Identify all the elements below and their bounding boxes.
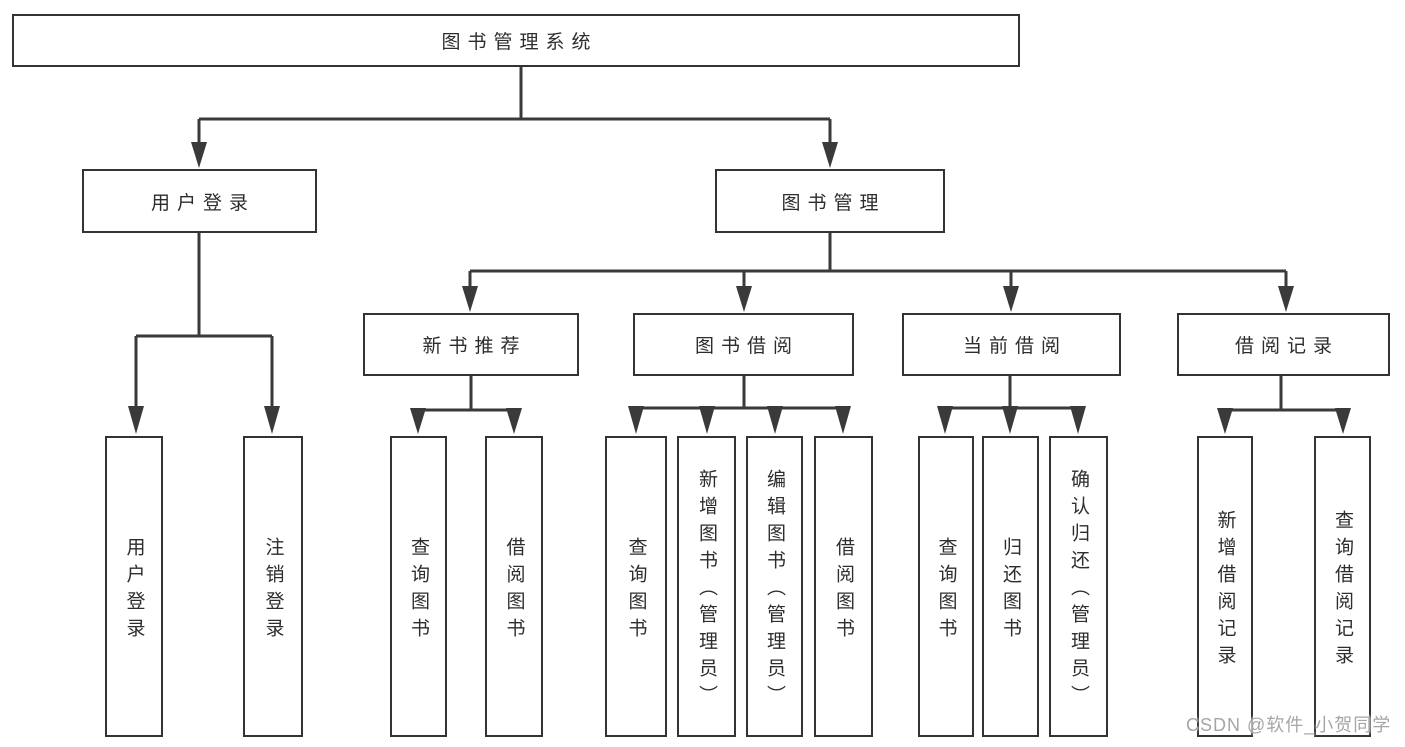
connector-root-to-level2 bbox=[191, 67, 838, 168]
leaf-query-books-recommend: 查询图书 bbox=[390, 436, 447, 737]
leaf-query-books-borrow: 查询图书 bbox=[605, 436, 667, 737]
leaf-add-borrow-record: 新增借阅记录 bbox=[1197, 436, 1253, 737]
connector-book-borrow-leaves bbox=[628, 376, 851, 434]
leaf-borrow-books-recommend: 借阅图书 bbox=[485, 436, 543, 737]
leaf-confirm-return-admin: 确认归还（管理员） bbox=[1049, 436, 1108, 737]
leaf-return-book: 归还图书 bbox=[982, 436, 1039, 737]
connector-current-borrow-leaves bbox=[937, 376, 1086, 434]
leaf-query-books-current: 查询图书 bbox=[918, 436, 974, 737]
node-book-management: 图书管理 bbox=[715, 169, 945, 233]
connector-user-login-leaves bbox=[128, 233, 280, 434]
connector-borrow-records-leaves bbox=[1217, 376, 1351, 434]
connector-new-book-recommend-leaves bbox=[410, 376, 522, 434]
node-book-borrow: 图书借阅 bbox=[633, 313, 854, 376]
leaf-user-login: 用户登录 bbox=[105, 436, 163, 737]
leaf-add-book-admin: 新增图书（管理员） bbox=[677, 436, 736, 737]
node-borrow-records: 借阅记录 bbox=[1177, 313, 1390, 376]
node-new-book-recommend: 新书推荐 bbox=[363, 313, 579, 376]
node-user-login: 用户登录 bbox=[82, 169, 317, 233]
leaf-logout: 注销登录 bbox=[243, 436, 303, 737]
node-current-borrow: 当前借阅 bbox=[902, 313, 1121, 376]
watermark: CSDN @软件_小贺同学 bbox=[1186, 715, 1392, 735]
leaf-borrow-books: 借阅图书 bbox=[814, 436, 873, 737]
leaf-edit-book-admin: 编辑图书（管理员） bbox=[746, 436, 803, 737]
node-library-management-system: 图书管理系统 bbox=[12, 14, 1020, 67]
connector-book-management-level3 bbox=[462, 233, 1294, 312]
leaf-query-borrow-record: 查询借阅记录 bbox=[1314, 436, 1371, 737]
